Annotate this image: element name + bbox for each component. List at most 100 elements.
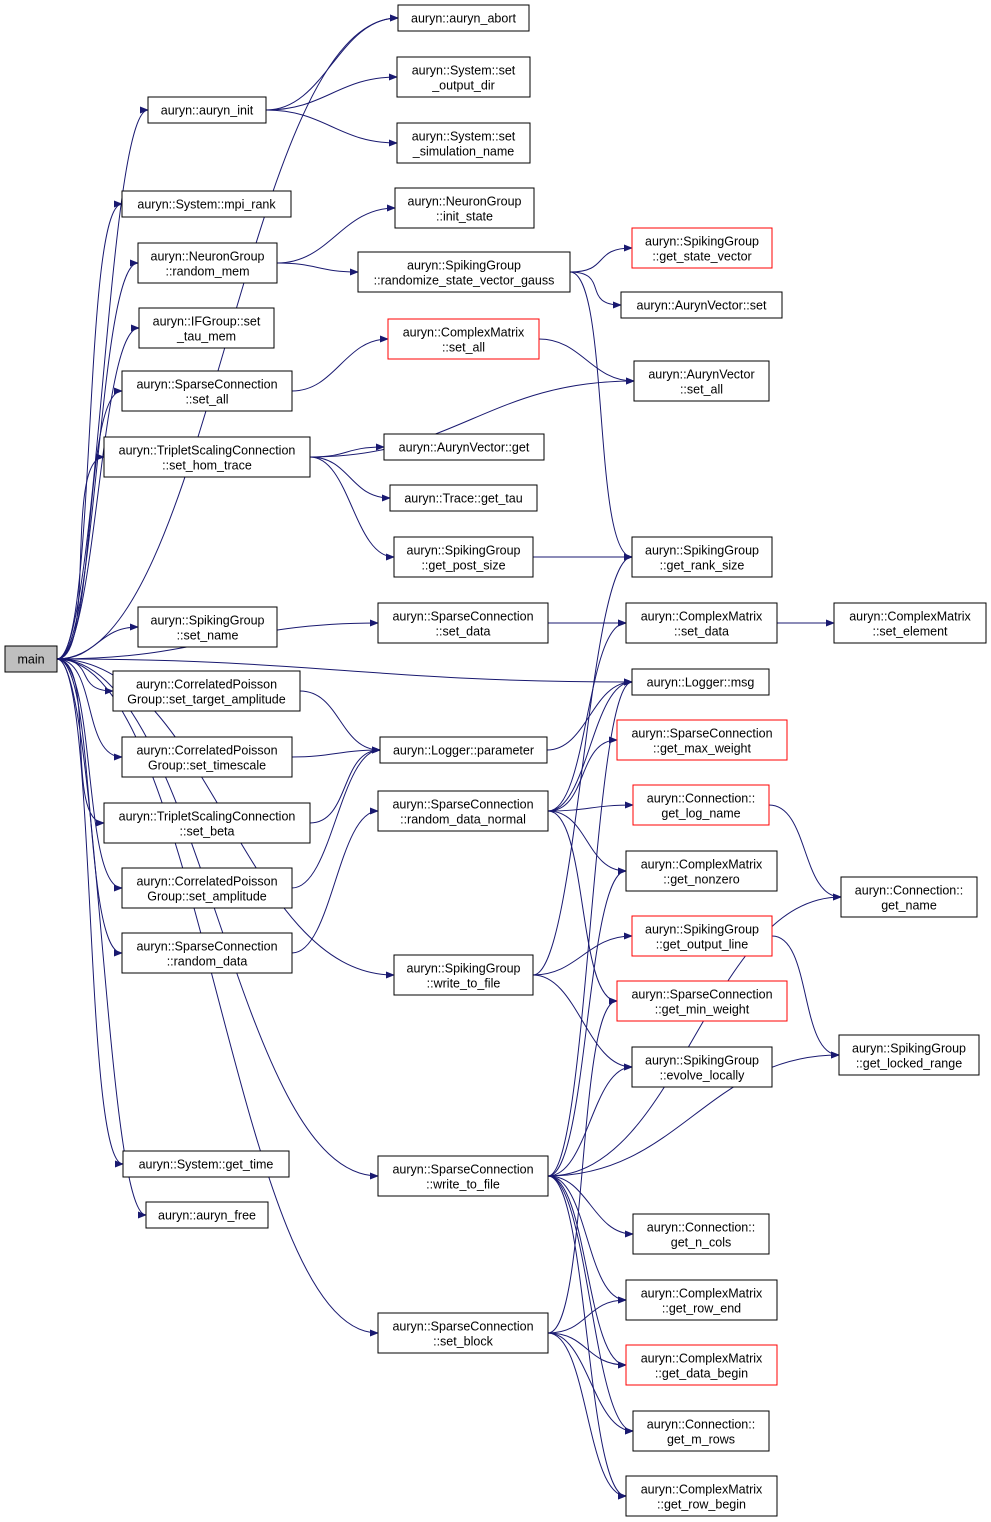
node-box	[633, 360, 770, 402]
node-box	[389, 484, 538, 512]
node-cm-get-row-begin[interactable]: auryn::ComplexMatrix::get_row_begin	[625, 1475, 778, 1517]
edge-main-to-cpg-set-amplitude	[56, 658, 123, 892]
node-label: main	[17, 653, 44, 667]
node-box	[625, 850, 778, 892]
node-box	[383, 433, 545, 461]
edges-layer	[56, 14, 842, 1500]
node-box	[631, 668, 770, 696]
node-box	[377, 602, 549, 644]
node-label: auryn::SpikingGroup	[407, 259, 521, 273]
node-sc-set-all[interactable]: auryn::SparseConnection::set_all	[121, 370, 293, 412]
node-sg-get-locked-range[interactable]: auryn::SpikingGroup::get_locked_range	[838, 1034, 980, 1076]
node-box	[121, 867, 293, 909]
node-sys-set-simulation-name[interactable]: auryn::System::set_simulation_name	[396, 122, 531, 164]
node-label: ::set_hom_trace	[162, 459, 252, 473]
node-box	[632, 1213, 770, 1255]
node-sg-get-post-size[interactable]: auryn::SpikingGroup::get_post_size	[393, 536, 534, 578]
node-box	[394, 187, 535, 229]
node-label: _output_dir	[431, 79, 495, 93]
node-sc-write-to-file[interactable]: auryn::SparseConnection::write_to_file	[377, 1155, 549, 1197]
node-label: auryn::CorrelatedPoisson	[136, 875, 277, 889]
node-label: ::set_element	[872, 625, 948, 639]
edge-sc-write-to-file-to-sg-get-locked-range	[547, 1051, 840, 1177]
node-sc-get-min-weight[interactable]: auryn::SparseConnection::get_min_weight	[616, 980, 788, 1022]
node-sg-evolve-locally[interactable]: auryn::SpikingGroup::evolve_locally	[631, 1046, 773, 1088]
node-main[interactable]: main	[4, 645, 58, 673]
edge-sg-randomize-state-vector-gauss-to-sg-get-rank-size	[569, 271, 633, 561]
node-sc-random-data[interactable]: auryn::SparseConnection::random_data	[121, 932, 293, 974]
node-ng-init-state[interactable]: auryn::NeuronGroup::init_state	[394, 187, 535, 229]
node-sg-get-state-vector[interactable]: auryn::SpikingGroup::get_state_vector	[631, 227, 773, 269]
node-label: auryn::System::get_time	[139, 1158, 274, 1172]
node-cm-set-all[interactable]: auryn::ComplexMatrix::set_all	[387, 318, 540, 360]
node-sc-set-data[interactable]: auryn::SparseConnection::set_data	[377, 602, 549, 644]
node-cm-set-element[interactable]: auryn::ComplexMatrix::set_element	[833, 602, 987, 644]
node-sg-set-name[interactable]: auryn::SpikingGroup::set_name	[137, 606, 278, 648]
node-label: auryn::NeuronGroup	[408, 195, 522, 209]
node-logger-parameter[interactable]: auryn::Logger::parameter	[379, 736, 548, 764]
node-av-get[interactable]: auryn::AurynVector::get	[383, 433, 545, 461]
node-label: auryn::SpikingGroup	[645, 1054, 759, 1068]
node-auryn-init[interactable]: auryn::auryn_init	[147, 96, 267, 124]
node-cm-get-data-begin[interactable]: auryn::ComplexMatrix::get_data_begin	[625, 1344, 778, 1386]
node-box	[121, 736, 293, 778]
node-cm-get-row-end[interactable]: auryn::ComplexMatrix::get_row_end	[625, 1279, 778, 1321]
node-sc-get-max-weight[interactable]: auryn::SparseConnection::get_max_weight	[616, 719, 788, 761]
node-box	[121, 932, 293, 974]
node-box	[625, 1279, 778, 1321]
edge-sc-set-block-to-cm-get-row-end	[547, 1296, 627, 1334]
node-label: ::write_to_file	[426, 1178, 500, 1192]
node-conn-get-m-rows[interactable]: auryn::Connection::get_m_rows	[632, 1410, 770, 1452]
edge-sc-random-data-normal-to-cm-get-nonzero	[547, 810, 627, 875]
node-box	[121, 190, 292, 218]
node-conn-get-log-name[interactable]: auryn::Connection::get_log_name	[632, 784, 770, 826]
node-ng-random-mem[interactable]: auryn::NeuronGroup::random_mem	[137, 242, 278, 284]
edge-sc-set-block-to-sc-get-min-weight	[547, 997, 618, 1334]
node-sc-random-data-normal[interactable]: auryn::SparseConnection::random_data_nor…	[377, 790, 549, 832]
node-cm-set-data[interactable]: auryn::ComplexMatrix::set_data	[625, 602, 778, 644]
edge-sg-get-output-line-to-sg-get-locked-range	[771, 935, 840, 1059]
node-label: ::set_data	[436, 625, 491, 639]
node-cpg-set-timescale[interactable]: auryn::CorrelatedPoissonGroup::set_times…	[121, 736, 293, 778]
edge-sc-random-data-to-sc-random-data-normal	[291, 807, 379, 954]
edge-sg-randomize-state-vector-gauss-to-av-set	[569, 271, 622, 309]
node-av-set-all[interactable]: auryn::AurynVector::set_all	[633, 360, 770, 402]
node-tsc-set-hom-trace[interactable]: auryn::TripletScalingConnection::set_hom…	[103, 436, 311, 478]
node-box	[377, 1312, 549, 1354]
node-box	[147, 96, 267, 124]
node-auryn-free[interactable]: auryn::auryn_free	[145, 1201, 269, 1229]
node-sg-get-rank-size[interactable]: auryn::SpikingGroup::get_rank_size	[631, 536, 773, 578]
node-sg-randomize-state-vector-gauss[interactable]: auryn::SpikingGroup::randomize_state_vec…	[357, 251, 571, 293]
node-label: auryn::ComplexMatrix	[403, 326, 525, 340]
node-trace-get-tau[interactable]: auryn::Trace::get_tau	[389, 484, 538, 512]
node-sg-get-output-line[interactable]: auryn::SpikingGroup::get_output_line	[631, 915, 773, 957]
node-tsc-set-beta[interactable]: auryn::TripletScalingConnection::set_bet…	[103, 802, 311, 844]
edge-sc-random-data-normal-to-conn-get-log-name	[547, 801, 634, 812]
node-label: auryn::ComplexMatrix	[641, 610, 763, 624]
node-logger-msg[interactable]: auryn::Logger::msg	[631, 668, 770, 696]
node-box	[631, 227, 773, 269]
node-cm-get-nonzero[interactable]: auryn::ComplexMatrix::get_nonzero	[625, 850, 778, 892]
node-label: auryn::Connection::	[647, 792, 755, 806]
edge-main-to-cpg-set-timescale	[56, 658, 123, 761]
node-label: auryn::SpikingGroup	[645, 235, 759, 249]
edge-main-to-sys-mpi-rank	[56, 200, 123, 660]
node-sc-set-block[interactable]: auryn::SparseConnection::set_block	[377, 1312, 549, 1354]
node-auryn-abort[interactable]: auryn::auryn_abort	[397, 4, 530, 32]
node-conn-get-n-cols[interactable]: auryn::Connection::get_n_cols	[632, 1213, 770, 1255]
node-ifg-set-tau-mem[interactable]: auryn::IFGroup::set_tau_mem	[138, 307, 275, 349]
node-label: ::get_min_weight	[655, 1003, 750, 1017]
node-sys-get-time[interactable]: auryn::System::get_time	[122, 1150, 290, 1178]
node-cpg-set-amplitude[interactable]: auryn::CorrelatedPoissonGroup::set_ampli…	[121, 867, 293, 909]
node-label: Group::set_amplitude	[147, 890, 267, 904]
node-sg-write-to-file[interactable]: auryn::SpikingGroup::write_to_file	[393, 954, 534, 996]
node-conn-get-name[interactable]: auryn::Connection::get_name	[840, 876, 978, 918]
node-cpg-set-target-amplitude[interactable]: auryn::CorrelatedPoissonGroup::set_targe…	[112, 670, 301, 712]
edge-cm-set-all-to-av-set-all	[538, 338, 635, 385]
node-box	[616, 719, 788, 761]
node-sys-mpi-rank[interactable]: auryn::System::mpi_rank	[121, 190, 292, 218]
node-av-set[interactable]: auryn::AurynVector::set	[620, 291, 783, 319]
node-sys-set-output-dir[interactable]: auryn::System::set_output_dir	[396, 56, 531, 98]
edge-conn-get-log-name-to-conn-get-name	[768, 804, 842, 901]
edge-sc-write-to-file-to-cm-get-data-begin	[547, 1175, 627, 1369]
